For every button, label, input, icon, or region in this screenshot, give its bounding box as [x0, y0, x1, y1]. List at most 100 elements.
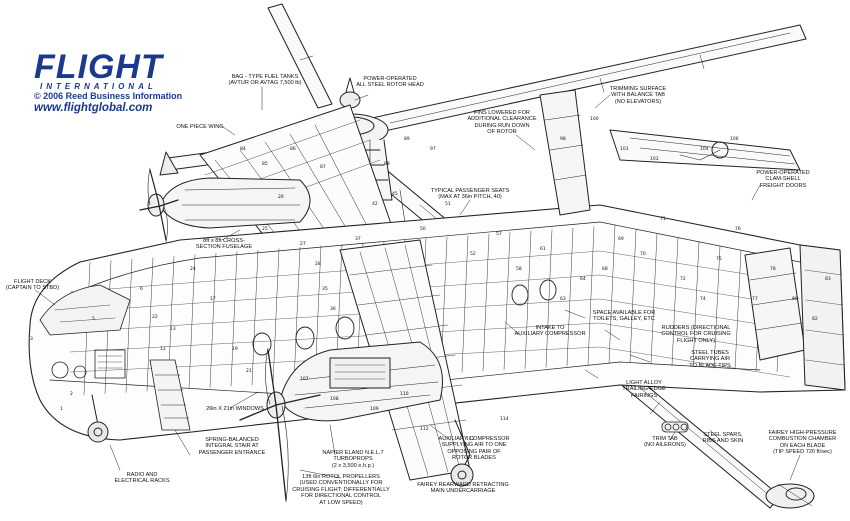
callout-number: 1: [60, 406, 63, 412]
callout-number: 108: [330, 396, 339, 402]
callout-number: 2: [70, 391, 73, 397]
callout-number: 63: [560, 296, 566, 302]
callout-number: 51: [445, 201, 451, 207]
flight-international-brand: FLIGHT INTERNATIONAL © 2006 Reed Busines…: [34, 48, 184, 115]
rotor-blade-upper-left: [267, 3, 333, 109]
callout-number: 70: [640, 251, 646, 257]
callout-number: 6: [140, 286, 143, 292]
label-passenger-seats: TYPICAL PASSENGER SEATS (MAX AT 36in PIT…: [430, 188, 510, 201]
label-rotor-head: POWER-OPERATED ALL STEEL ROTOR HEAD: [356, 76, 424, 89]
callout-number: 75: [716, 256, 722, 262]
label-one-piece-wing: ONE PIECE WING: [176, 124, 224, 130]
callout-number: 106: [730, 136, 739, 142]
label-intake: INTAKE TO AUXILIARY COMPRESSOR: [514, 325, 586, 338]
callout-number: 74: [700, 296, 706, 302]
international-tagline: INTERNATIONAL: [40, 82, 157, 91]
callout-number: 109: [370, 406, 379, 412]
copyright-notice: © 2006 Reed Business Information: [34, 91, 183, 101]
callout-number: 87: [320, 164, 326, 170]
callout-number: 52: [470, 251, 476, 257]
label-rudders: RUDDERS (DIRECTIONAL CONTROL FOR CRUISIN…: [661, 325, 731, 344]
callout-number: 26: [278, 194, 284, 200]
tail-unit: [539, 89, 846, 391]
cabin-windows: [252, 279, 557, 356]
callout-number: 58: [516, 266, 522, 272]
label-trimming-surface: TRIMMING SURFACE WITH BALANCE TAB (NO EL…: [609, 86, 667, 105]
cockpit: [39, 284, 131, 379]
callout-number: 83: [825, 276, 831, 282]
callout-number: 107: [300, 376, 309, 382]
callout-number: 85: [262, 161, 268, 167]
callout-number: 12: [160, 346, 166, 352]
callout-number: 64: [580, 276, 586, 282]
callout-number: 13: [170, 326, 176, 332]
callout-number: 97: [430, 146, 436, 152]
label-combustion-chamber: FAIREY HIGH-PRESSURE COMBUSTION CHAMBER …: [768, 430, 837, 456]
label-auxiliary-compressor: AUXILIARY COMPRESSOR SUPPLYING AIR TO ON…: [438, 436, 510, 462]
callout-number: 86: [290, 146, 296, 152]
callout-number: 24: [190, 266, 196, 272]
label-flight-deck: FLIGHT DECK (CAPTAIN TO STBD): [5, 279, 60, 292]
callout-number: 113: [466, 436, 475, 442]
label-space-toilets: SPACE AVAILABLE FOR TOILETS, GALLEY, ETC: [592, 310, 656, 323]
nacelle-far: [139, 167, 311, 243]
label-steel-tubes: STEEL TUBES CARRYING AIR TO BLADE TIPS: [689, 350, 731, 369]
callout-number: 77: [752, 296, 758, 302]
rotor-blade-upper-right: [371, 24, 807, 133]
label-fins-lowered: FINS LOWERED FOR ADDITIONAL CLEARANCE DU…: [467, 110, 537, 136]
label-cross-section: 8ft x 8ft CROSS- SECTION FUSELAGE: [195, 238, 253, 251]
callout-number: 57: [496, 231, 502, 237]
callout-number: 3: [30, 336, 33, 342]
callout-number: 98: [560, 136, 566, 142]
callout-number: 82: [812, 316, 818, 322]
callout-number: 22: [152, 314, 158, 320]
website-link[interactable]: www.flightglobal.com: [34, 102, 153, 114]
callout-number: 76: [735, 226, 741, 232]
callout-number: 80: [792, 296, 798, 302]
callout-number: 37: [355, 236, 361, 242]
callout-number: 19: [232, 346, 238, 352]
callout-number: 45: [392, 191, 398, 197]
callout-number: 89: [404, 136, 410, 142]
label-light-alloy-fairings: LIGHT ALLOY TRAILING-EDGE FAIRINGS: [622, 380, 666, 399]
flight-logo: FLIGHT: [34, 48, 163, 86]
callout-number: 36: [330, 306, 336, 312]
label-clam-shell-doors: POWER-OPERATED CLAM-SHELL FREIGHT DOORS: [756, 170, 810, 189]
callout-number: 5: [92, 316, 95, 322]
callout-number: 104: [700, 146, 709, 152]
callout-number: 35: [322, 286, 328, 292]
callout-number: 61: [540, 246, 546, 252]
callout-number: 42: [372, 201, 378, 207]
callout-number: 101: [620, 146, 629, 152]
callout-number: 114: [500, 416, 509, 422]
callout-number: 71: [660, 216, 666, 222]
callout-number: 103: [650, 156, 659, 162]
callout-number: 100: [590, 116, 599, 122]
label-napier-eland: NAPIER ELAND N.E.L.7 TURBOPROPS (2 x 3,5…: [322, 450, 384, 469]
callout-number: 112: [420, 426, 429, 432]
callout-number: 25: [262, 226, 268, 232]
callout-number: 17: [210, 296, 216, 302]
label-trim-tab: TRIM TAB (NO AILERONS): [644, 436, 686, 449]
callout-number: 50: [420, 226, 426, 232]
label-bag-fuel-tanks: BAG - TYPE FUEL TANKS (AVTUR OR AVTAG 7,…: [228, 74, 302, 87]
callout-number: 28: [315, 261, 321, 267]
label-windows: 26in X 21in WINDOWS: [206, 406, 264, 412]
label-spring-stair: SPRING-BALANCED INTEGRAL STAIR AT PASSEN…: [198, 437, 266, 456]
passenger-stair: [149, 359, 191, 431]
callout-number: 88: [384, 161, 390, 167]
label-steel-spars: STEEL SPARS, RIBS AND SKIN: [702, 432, 744, 445]
callout-number: 84: [240, 146, 246, 152]
callout-number: 72: [680, 276, 686, 282]
nose-gear: [87, 394, 109, 443]
callout-number: 27: [300, 241, 306, 247]
callout-number: 69: [618, 236, 624, 242]
label-rotol-propellers: 13ft 6in ROTOL PROPELLERS (USED CONVENTI…: [292, 474, 390, 506]
callout-number: 78: [770, 266, 776, 272]
trim-tab: [661, 421, 689, 433]
leader-lines: [34, 86, 801, 489]
nacelle-near: [239, 341, 443, 503]
callout-number: 21: [246, 368, 252, 374]
